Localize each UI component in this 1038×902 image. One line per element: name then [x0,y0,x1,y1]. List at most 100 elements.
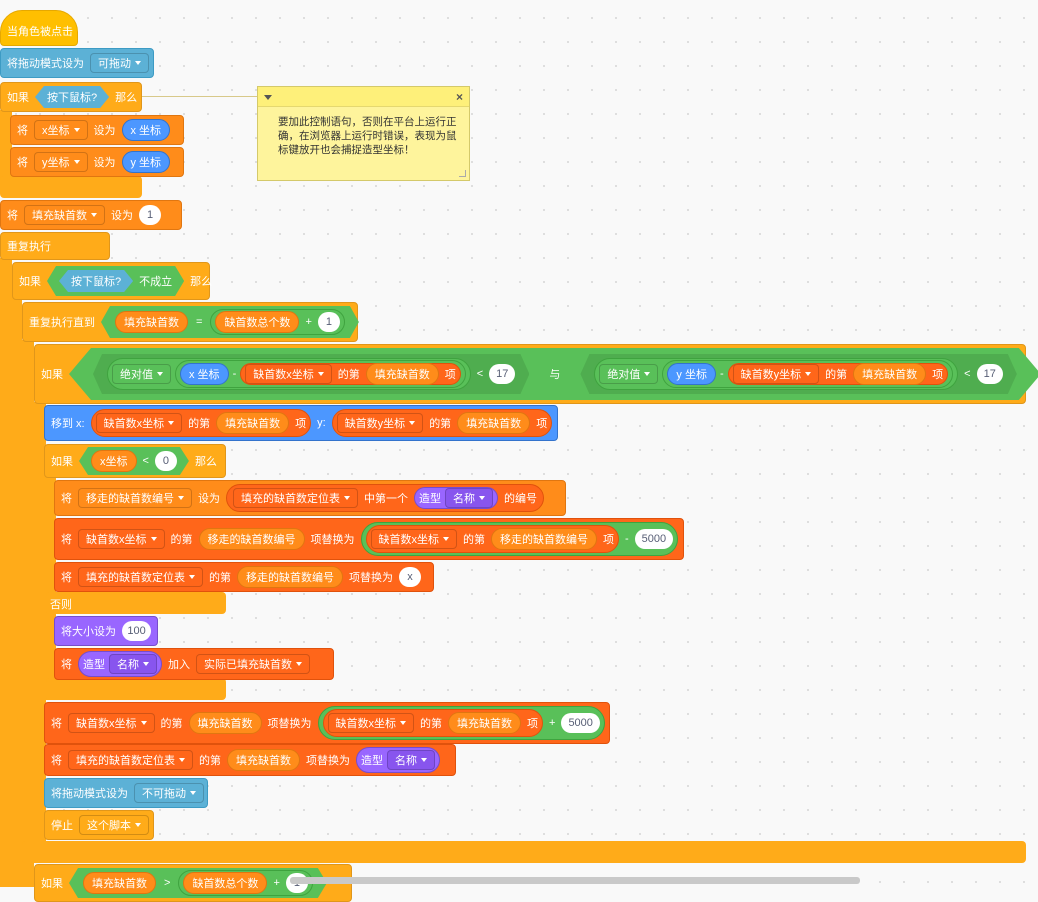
costume-dropdown[interactable]: 名称 [387,750,435,770]
drag-mode-dropdown[interactable]: 不可拖动 [134,783,204,803]
costume-dropdown[interactable]: 名称 [445,488,493,508]
fill-var-reporter[interactable]: 填充缺首数 [188,712,262,734]
set-drag-mode-block[interactable]: 将拖动模式设为 可拖动 [0,48,154,78]
costume-reporter[interactable]: 造型 名称 [414,487,498,509]
fill-var-reporter[interactable]: 填充缺首数 [448,712,521,734]
x-position-reporter[interactable]: x 坐标 [121,119,171,141]
moved-var-reporter[interactable]: 移走的缺首数编号 [237,566,343,588]
list-dropdown-x[interactable]: 缺首数x坐标 [245,364,332,384]
set-size-block[interactable]: 将大小设为 100 [54,616,158,646]
abs-operator-2[interactable]: 绝对值 y 坐标 - 缺首数y坐标 的第 填充缺首数 项 [594,358,958,390]
replace-item-block-3[interactable]: 将 缺首数x坐标 的第 填充缺首数 项替换为 缺首数x坐标 的第 填充缺首数 项… [44,702,610,744]
x-var-reporter[interactable]: x坐标 [91,450,137,472]
replace-item-block-4[interactable]: 将 填充的缺首数定位表 的第 填充缺首数 项替换为 造型 名称 [44,744,456,776]
when-sprite-clicked-hat[interactable]: 当角色被点击 [0,10,78,46]
costume-reporter[interactable]: 造型 名称 [78,651,162,677]
set-x-var-block[interactable]: 将 x坐标 设为 x 坐标 [10,115,184,145]
subtract-operator[interactable]: 缺首数x坐标 的第 移走的缺首数编号 项 - 5000 [360,522,679,556]
list-item-reporter[interactable]: 缺首数x坐标 的第 移走的缺首数编号 项 [365,525,619,553]
less-than-operator-1[interactable]: 绝对值 x 坐标 - 缺首数x坐标 的第 填充缺首数 项 < 17 [93,354,529,394]
y-position-reporter[interactable]: y 坐标 [667,363,716,385]
add-operator[interactable]: 缺首数总个数 + 1 [210,309,344,335]
subtract-operator-1[interactable]: x 坐标 - 缺首数x坐标 的第 填充缺首数 项 [175,360,466,388]
abs-operator-1[interactable]: 绝对值 x 坐标 - 缺首数x坐标 的第 填充缺首数 项 [107,358,471,390]
comment-close-icon[interactable]: × [455,90,463,104]
abs-dropdown-2[interactable]: 绝对值 [599,364,658,384]
list-item-reporter-y[interactable]: 缺首数y坐标 的第 填充缺首数 项 [331,409,553,437]
if-mouse-down-block[interactable]: 如果 按下鼠标? 那么 [0,82,142,112]
fill-var-reporter[interactable]: 填充缺首数 [366,363,439,385]
list-dropdown-x[interactable]: 缺首数x坐标 [327,713,414,733]
set-fill-var-block[interactable]: 将 填充缺首数 设为 1 [0,200,182,230]
replace-item-block-2[interactable]: 将 填充的缺首数定位表 的第 移走的缺首数编号 项替换为 x [54,562,434,592]
mouse-down-condition[interactable]: 按下鼠标? [35,86,109,108]
if-abs-block[interactable]: 如果 绝对值 x 坐标 - 缺首数x坐标 的第 填充缺首数 项 < 17 与 [34,344,1026,404]
costume-dropdown[interactable]: 名称 [109,654,157,674]
moved-var-reporter[interactable]: 移走的缺首数编号 [491,528,597,550]
add-value-input[interactable]: 1 [318,312,340,332]
fill-var-reporter[interactable]: 填充缺首数 [83,872,156,894]
if-not-mouse-down-block[interactable]: 如果 按下鼠标? 不成立 那么 [12,262,212,300]
list-item-reporter-1[interactable]: 缺首数x坐标 的第 填充缺首数 项 [240,363,461,385]
comment-collapse-icon[interactable] [264,95,272,100]
greater-than-operator[interactable]: 填充缺首数 > 缺首数总个数 + 1 [69,868,327,898]
subtract-operator-2[interactable]: y 坐标 - 缺首数y坐标 的第 填充缺首数 项 [662,360,953,388]
and-operator[interactable]: 绝对值 x 坐标 - 缺首数x坐标 的第 填充缺首数 项 < 17 与 绝对值 [69,348,1038,400]
var-dropdown-y[interactable]: y坐标 [34,152,88,172]
list-item-reporter-2[interactable]: 缺首数y坐标 的第 填充缺首数 项 [728,363,949,385]
replace-item-block-1[interactable]: 将 缺首数x坐标 的第 移走的缺首数编号 项替换为 缺首数x坐标 的第 移走的缺… [54,518,684,560]
list-dropdown-x[interactable]: 缺首数x坐标 [370,529,457,549]
comment-text[interactable]: 要加此控制语句，否则在平台上运行正确，在浏览器上运行时错误，表现为鼠标键放开也会… [278,116,457,156]
lt-value-input[interactable]: 0 [155,451,177,471]
fill-var-reporter[interactable]: 填充缺首数 [115,311,188,333]
drag-mode-dropdown[interactable]: 可拖动 [90,53,149,73]
less-than-operator-2[interactable]: 绝对值 y 坐标 - 缺首数y坐标 的第 填充缺首数 项 < 17 [580,354,1016,394]
lt-value-input-1[interactable]: 17 [489,364,515,384]
list-dropdown-position-table[interactable]: 填充的缺首数定位表 [78,567,203,587]
not-operator[interactable]: 按下鼠标? 不成立 [47,266,184,296]
repeat-until-block[interactable]: 重复执行直到 填充缺首数 = 缺首数总个数 + 1 [22,302,358,342]
size-value-input[interactable]: 100 [122,621,151,641]
add-value-input[interactable]: 5000 [561,713,600,733]
fill-var-reporter[interactable]: 填充缺首数 [216,412,290,434]
set-drag-mode-block-2[interactable]: 将拖动模式设为 不可拖动 [44,778,208,808]
list-dropdown-x[interactable]: 缺首数x坐标 [68,713,155,733]
replace-value-input[interactable]: x [399,567,421,587]
if-x-negative-block[interactable]: 如果 x坐标 < 0 那么 [44,444,226,478]
go-to-xy-block[interactable]: 移到 x: 缺首数x坐标 的第 填充缺首数 项 y: 缺首数y坐标 的第 填充缺… [44,405,558,441]
set-moved-index-block[interactable]: 将 移走的缺首数编号 设为 填充的缺首数定位表 中第一个 造型 名称 的编号 [54,480,566,516]
costume-reporter[interactable]: 造型 名称 [356,747,440,773]
lt-value-input-2[interactable]: 17 [977,364,1003,384]
set-y-var-block[interactable]: 将 y坐标 设为 y 坐标 [10,147,184,177]
var-dropdown-x[interactable]: x坐标 [34,120,88,140]
list-dropdown-position-table[interactable]: 填充的缺首数定位表 [233,488,358,508]
stop-option-dropdown[interactable]: 这个脚本 [79,815,149,835]
equals-operator[interactable]: 填充缺首数 = 缺首数总个数 + 1 [101,306,359,338]
horizontal-scrollbar[interactable] [290,877,860,884]
y-position-reporter[interactable]: y 坐标 [121,151,171,173]
x-position-reporter[interactable]: x 坐标 [180,363,229,385]
fill-var-reporter[interactable]: 填充缺首数 [227,749,300,771]
var-dropdown-fill[interactable]: 填充缺首数 [24,205,105,225]
mouse-down-condition[interactable]: 按下鼠标? [59,270,133,292]
fill-value-input[interactable]: 1 [139,205,161,225]
comment-resize-handle[interactable] [459,170,466,177]
list-item-reporter-x[interactable]: 缺首数x坐标 的第 填充缺首数 项 [90,409,312,437]
add-operator[interactable]: 缺首数x坐标 的第 填充缺首数 项 + 5000 [317,706,605,740]
less-than-operator[interactable]: x坐标 < 0 [79,447,189,475]
abs-dropdown-1[interactable]: 绝对值 [112,364,171,384]
total-var-reporter[interactable]: 缺首数总个数 [183,872,267,894]
var-dropdown-moved[interactable]: 移走的缺首数编号 [78,488,192,508]
list-index-of-reporter[interactable]: 填充的缺首数定位表 中第一个 造型 名称 的编号 [226,484,544,512]
moved-var-reporter[interactable]: 移走的缺首数编号 [198,528,305,550]
fill-var-reporter[interactable]: 填充缺首数 [457,412,531,434]
stop-block[interactable]: 停止 这个脚本 [44,810,154,840]
add-to-list-block[interactable]: 将 造型 名称 加入 实际已填充缺首数 [54,648,334,680]
list-item-reporter[interactable]: 缺首数x坐标 的第 填充缺首数 项 [322,709,543,737]
total-var-reporter[interactable]: 缺首数总个数 [215,311,299,333]
list-dropdown-y[interactable]: 缺首数y坐标 [733,364,820,384]
list-dropdown-filled[interactable]: 实际已填充缺首数 [196,654,310,674]
list-dropdown-y[interactable]: 缺首数y坐标 [336,413,424,433]
comment-note[interactable]: × 要加此控制语句，否则在平台上运行正确，在浏览器上运行时错误，表现为鼠标键放开… [257,86,470,181]
fill-var-reporter[interactable]: 填充缺首数 [853,363,926,385]
